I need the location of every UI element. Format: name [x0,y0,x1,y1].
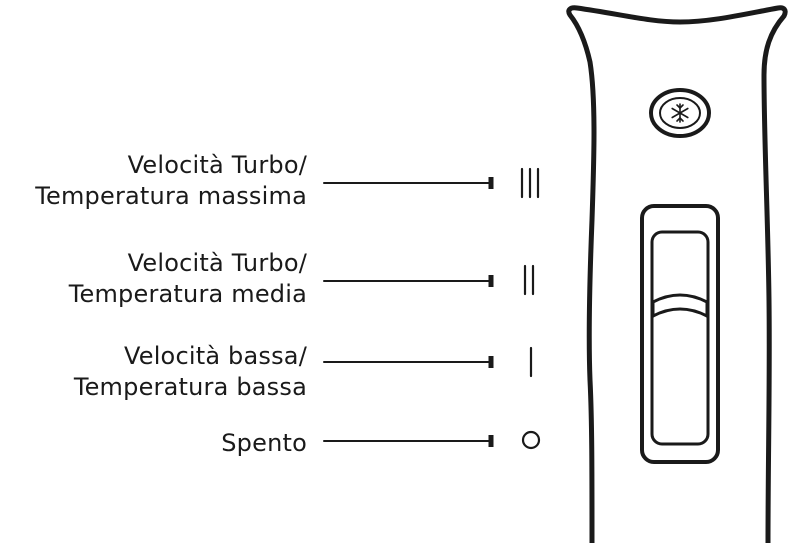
label-low-line1: Velocità bassa/ [123,342,307,370]
symbol-three-bars [520,167,540,199]
symbol-two-bars [523,264,535,296]
label-turbo-medium-line1: Velocità Turbo/ [127,249,307,277]
switch-symbols [520,167,541,450]
handle-outline [566,5,788,543]
switch-frame [640,204,720,464]
label-off: Spento [221,428,307,459]
label-turbo-max: Velocità Turbo/ Temperatura massima [35,150,307,212]
label-turbo-medium-line2: Temperatura media [68,280,307,308]
cool-shot-button [649,88,711,138]
label-turbo-max-line1: Velocità Turbo/ [127,151,307,179]
label-low: Velocità bassa/ Temperatura bassa [74,341,307,403]
label-turbo-max-line2: Temperatura massima [35,182,307,210]
symbol-off-circle [521,430,541,450]
leader-lines [323,182,491,442]
label-off-line1: Spento [221,429,307,457]
switch-knob [651,293,709,318]
label-low-line2: Temperatura bassa [73,373,307,401]
switch-track [650,230,710,446]
snowflake-icon [671,103,689,123]
slide-switch [640,204,720,464]
label-turbo-medium: Velocità Turbo/ Temperatura media [69,248,307,310]
